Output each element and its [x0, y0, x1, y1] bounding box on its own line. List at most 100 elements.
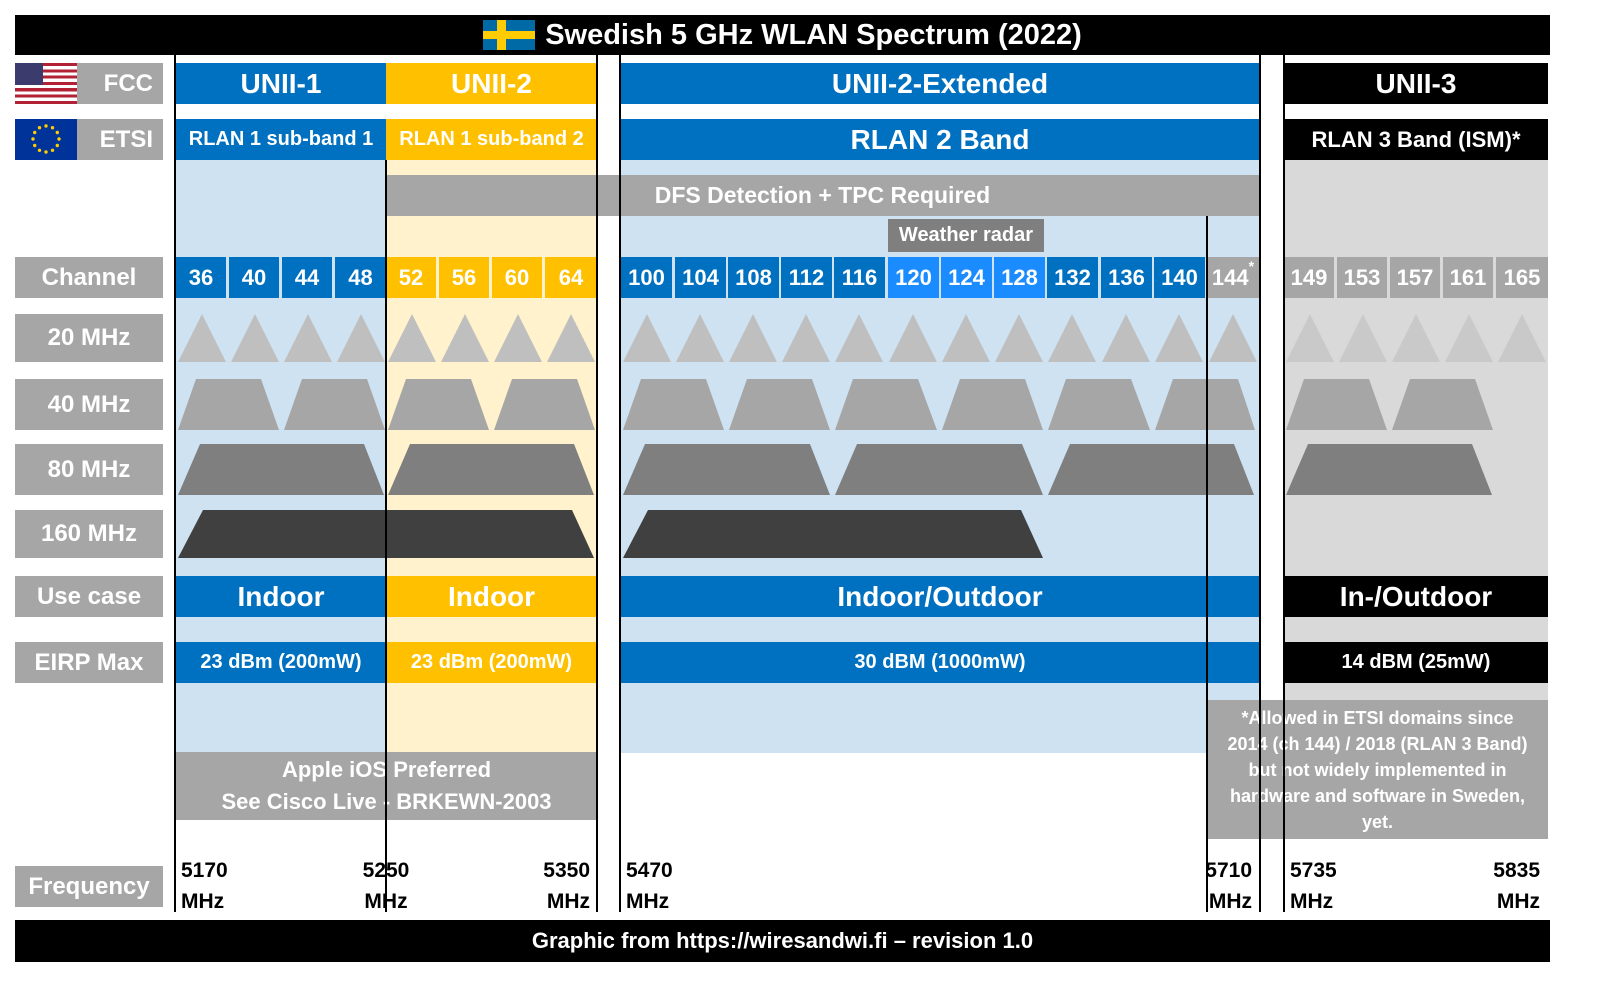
ch40-46	[284, 379, 385, 430]
width-80mhz-shapes	[178, 444, 1492, 495]
ch40-159	[1392, 379, 1493, 430]
channel-40: 40	[229, 257, 279, 298]
channel-100: 100	[621, 257, 672, 298]
sweden-flag-icon	[483, 20, 536, 50]
ch40-110	[729, 379, 830, 430]
freq-line-5735	[1283, 55, 1285, 912]
ch20-100	[623, 314, 671, 362]
ch20-165	[1498, 314, 1546, 362]
channel-161: 161	[1443, 257, 1493, 298]
channel-48: 48	[335, 257, 386, 298]
ch40-54	[388, 379, 489, 430]
width-20mhz-shapes	[178, 314, 1257, 362]
etsi-rlan1-sub-band-2: RLAN 1 sub-band 2	[386, 119, 597, 160]
ch40-134	[1048, 379, 1150, 430]
channel-157: 157	[1390, 257, 1440, 298]
ch20-60	[494, 314, 542, 362]
row-label-use-case: Use case	[15, 576, 163, 617]
row-label-etsi: ETSI	[77, 119, 163, 160]
ch20-108	[729, 314, 777, 362]
use-case-unii1: Indoor	[176, 576, 386, 617]
ch20-140	[1155, 314, 1203, 362]
freq-line-5250	[385, 160, 387, 912]
eirp-unii1: 23 dBm (200mW)	[176, 642, 386, 683]
width-20mhz-unii3-shapes	[1286, 314, 1546, 362]
ch40-151	[1286, 379, 1387, 430]
ch20-136	[1102, 314, 1150, 362]
weather-radar-label: Weather radar	[888, 219, 1044, 252]
page-title: Swedish 5 GHz WLAN Spectrum (2022)	[545, 18, 1082, 51]
row-label-eirp: EIRP Max	[15, 642, 163, 683]
channel-44: 44	[282, 257, 332, 298]
dfs-requirement-bar: DFS Detection + TPC Required	[386, 175, 1259, 216]
eu-flag-icon	[15, 119, 77, 160]
row-label-frequency: Frequency	[15, 866, 163, 907]
channel-60: 60	[492, 257, 542, 298]
ch20-128	[995, 314, 1043, 362]
channel-144: 144*	[1207, 257, 1259, 298]
channel-108: 108	[728, 257, 779, 298]
us-flag-icon	[15, 63, 77, 104]
ch80-42	[178, 444, 384, 495]
use-case-unii2: Indoor	[386, 576, 597, 617]
ch80-58	[388, 444, 594, 495]
freq-line-5170	[174, 55, 176, 912]
eirp-unii2: 23 dBm (200mW)	[386, 642, 597, 683]
row-label-40mhz: 40 MHz	[15, 379, 163, 430]
ch20-132	[1048, 314, 1096, 362]
ch20-116	[835, 314, 883, 362]
etsi-footnote: *Allowed in ETSI domains since 2014 (ch …	[1207, 700, 1548, 839]
ch80-138	[1048, 444, 1254, 495]
channel-128: 128	[994, 257, 1045, 298]
band-unii2: UNII-2	[386, 63, 597, 104]
ch40-102	[623, 379, 724, 430]
ch20-48	[337, 314, 385, 362]
ch40-118	[835, 379, 937, 430]
channel-136: 136	[1101, 257, 1152, 298]
row-label-160mhz: 160 MHz	[15, 510, 163, 558]
ch80-155	[1286, 444, 1492, 495]
ch80-122	[835, 444, 1043, 495]
ch20-56	[441, 314, 489, 362]
ch160-114	[623, 510, 1043, 558]
ch40-38	[178, 379, 279, 430]
row-label-fcc: FCC	[77, 63, 163, 104]
channel-120: 120	[888, 257, 939, 298]
band-unii1: UNII-1	[176, 63, 386, 104]
etsi-rlan1-sub-band-1: RLAN 1 sub-band 1	[176, 119, 386, 160]
title-bar: Swedish 5 GHz WLAN Spectrum (2022)	[15, 15, 1550, 55]
freq-line-5350	[596, 55, 598, 912]
channel-149: 149	[1284, 257, 1334, 298]
channel-64: 64	[545, 257, 597, 298]
ch20-124	[942, 314, 990, 362]
channel-165: 165	[1496, 257, 1548, 298]
ch20-112	[782, 314, 830, 362]
channel-56: 56	[439, 257, 489, 298]
etsi-rlan3-band: RLAN 3 Band (ISM)*	[1284, 119, 1548, 160]
eirp-unii2e: 30 dBM (1000mW)	[621, 642, 1259, 683]
ch40-62	[494, 379, 595, 430]
channel-153: 153	[1337, 257, 1387, 298]
ch20-40	[231, 314, 279, 362]
ch20-157	[1392, 314, 1440, 362]
band-unii2-extended: UNII-2-Extended	[621, 63, 1259, 104]
channel-104: 104	[675, 257, 726, 298]
width-40mhz-shapes	[178, 379, 1493, 430]
channel-52: 52	[386, 257, 436, 298]
ch20-36	[178, 314, 226, 362]
ch144-asterisk: *	[1248, 257, 1255, 274]
ch20-64	[547, 314, 595, 362]
channel-132: 132	[1047, 257, 1098, 298]
ch40-142	[1155, 379, 1255, 430]
ch20-44	[284, 314, 332, 362]
width-160mhz-shapes	[178, 510, 1043, 558]
row-label-80mhz: 80 MHz	[15, 444, 163, 495]
ch20-153	[1339, 314, 1387, 362]
eirp-unii3: 14 dBM (25mW)	[1284, 642, 1548, 683]
